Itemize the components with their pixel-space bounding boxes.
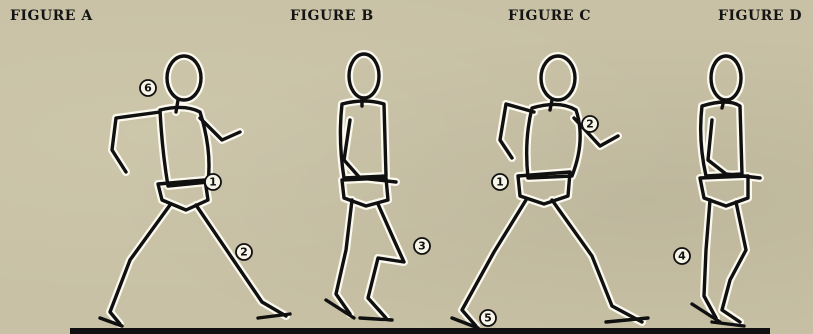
figure-d-walker xyxy=(692,56,760,326)
callout-a-6: 6 xyxy=(140,80,156,96)
figure-b-walker xyxy=(326,54,404,320)
ground-line xyxy=(70,328,770,334)
callout-c-5: 5 xyxy=(480,310,496,326)
callout-b-3: 3 xyxy=(414,238,430,254)
figure-c-walker xyxy=(452,56,648,328)
callout-c-2: 2 xyxy=(582,116,598,132)
svg-text:2: 2 xyxy=(586,118,594,131)
callout-a-2: 2 xyxy=(236,244,252,260)
svg-text:5: 5 xyxy=(484,312,492,325)
svg-text:2: 2 xyxy=(240,246,248,259)
callout-c-1: 1 xyxy=(492,174,508,190)
svg-text:1: 1 xyxy=(209,176,217,189)
callout-d-4: 4 xyxy=(674,248,690,264)
svg-text:6: 6 xyxy=(144,82,152,95)
figure-a-walker xyxy=(100,56,290,326)
svg-text:4: 4 xyxy=(678,250,686,263)
svg-text:3: 3 xyxy=(418,240,426,253)
svg-text:1: 1 xyxy=(496,176,504,189)
callout-a-1: 1 xyxy=(205,174,221,190)
